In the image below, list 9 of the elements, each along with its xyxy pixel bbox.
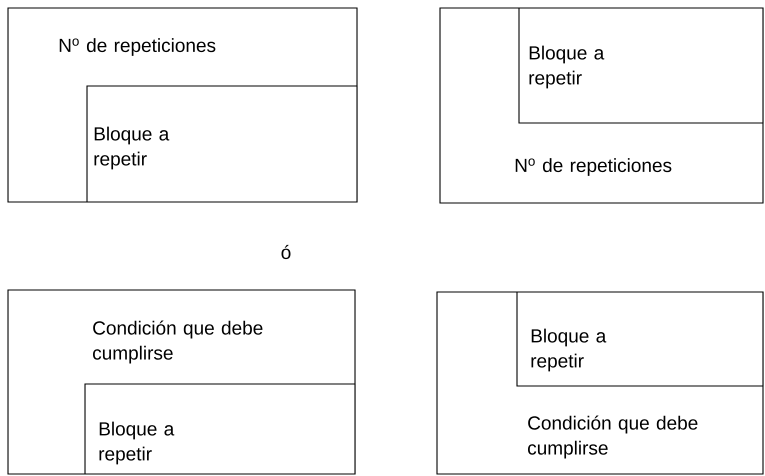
- box-text: Condición que debe cumplirse: [528, 416, 698, 458]
- box-text: N$^{o}$ de repeticiones: [60, 38, 216, 56]
- box-text: Bloque a repetir: [99, 422, 174, 464]
- box-text: Bloque a repetir: [531, 328, 606, 372]
- box-text: Condición que debe cumplirse: [93, 320, 262, 364]
- box-text: N$^{o}$ de repeticiones: [516, 158, 672, 176]
- box-text: Bloque a repetir: [529, 46, 604, 88]
- separator-label: ó: [282, 244, 290, 260]
- box-text: Bloque a repetir: [94, 126, 170, 170]
